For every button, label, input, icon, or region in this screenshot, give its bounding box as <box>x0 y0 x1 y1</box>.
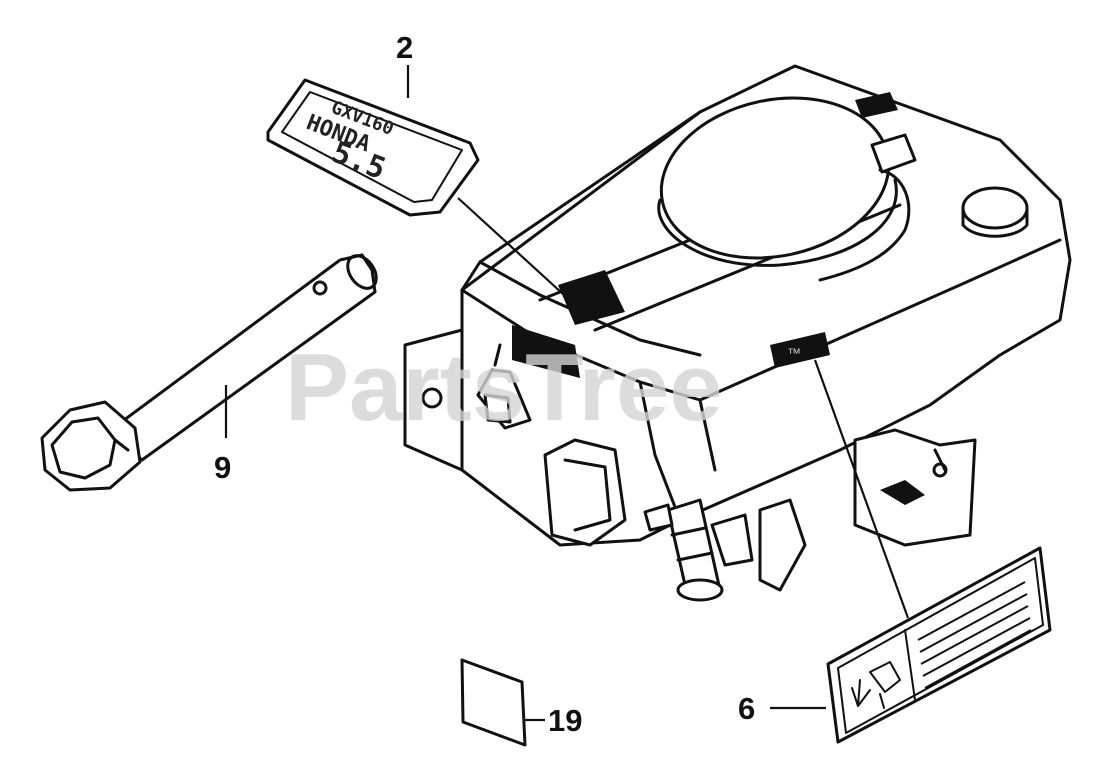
callout-9: 9 <box>214 450 231 485</box>
part-2-emblem-decal: GXV160 HONDA 5.5 <box>266 78 480 217</box>
decal-6-fuel-icon <box>869 661 901 709</box>
leader-lines <box>224 65 910 722</box>
part-19-blank-label <box>460 658 527 747</box>
leader-2-to-engine <box>457 197 576 306</box>
leader-6-to-engine <box>813 359 910 619</box>
callout-2: 2 <box>396 30 413 65</box>
part-6-warning-decal <box>826 546 1052 744</box>
callout-6: 6 <box>738 691 755 726</box>
part-9-plug-wrench <box>40 253 378 492</box>
decal-6-arrow-icon <box>851 679 871 707</box>
engine-assembly <box>403 64 1072 602</box>
watermark-trademark: ™ <box>787 345 801 361</box>
callout-19: 19 <box>548 703 582 738</box>
watermark-text: PartsTree <box>285 334 723 441</box>
decal-6-text-lines <box>917 581 1032 689</box>
